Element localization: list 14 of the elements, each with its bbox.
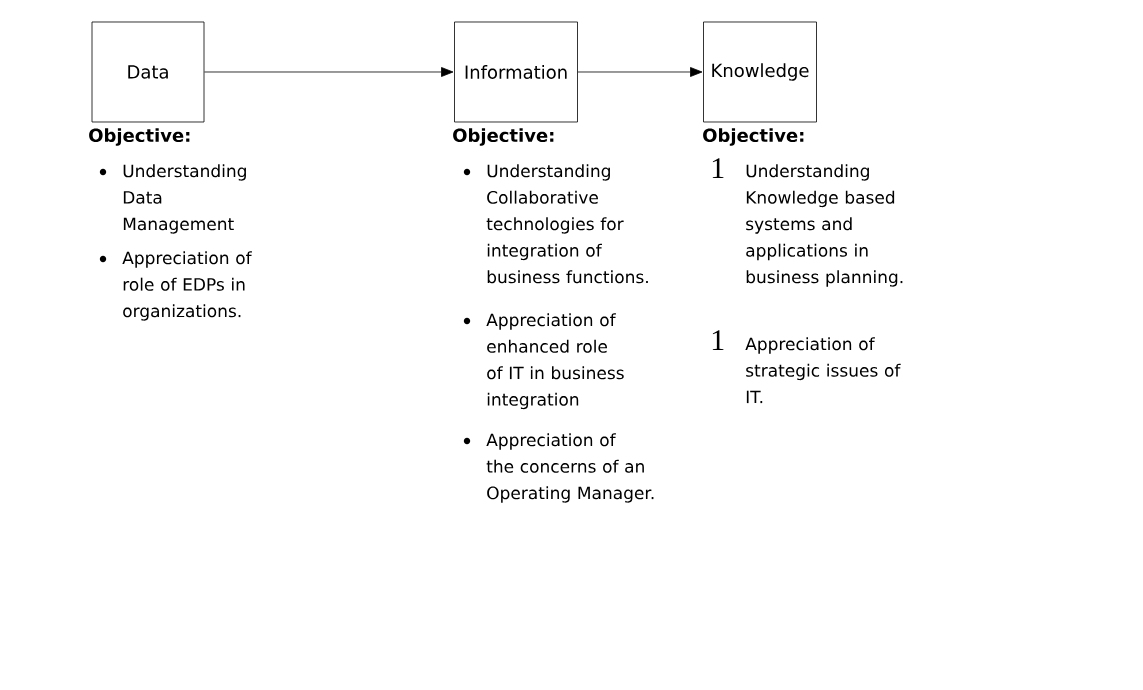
arrow bbox=[577, 67, 703, 77]
process-box: Knowledge bbox=[703, 21, 817, 123]
list-item: Understanding Data Management bbox=[123, 164, 246, 234]
list-item: Understanding Collaborative technologies for integration of business functions. bbox=[486, 164, 648, 284]
list-item: Appreciation of the concerns of an Operating Manager. bbox=[486, 433, 654, 503]
process-box: Information bbox=[454, 21, 578, 123]
list-item: Appreciation of role of EDPs in organizations. bbox=[122, 251, 252, 321]
list-item: Appreciation of enhanced role of IT in business integration bbox=[486, 313, 624, 410]
list-number: 1 bbox=[712, 158, 724, 178]
list-item: Understanding Knowledge based systems and applications in business planning. bbox=[746, 164, 903, 287]
arrow bbox=[204, 67, 454, 77]
process-box: Data bbox=[91, 21, 205, 123]
list-number: 1 bbox=[712, 330, 724, 350]
list-item: Appreciation of strategic issues of IT. bbox=[745, 337, 901, 404]
